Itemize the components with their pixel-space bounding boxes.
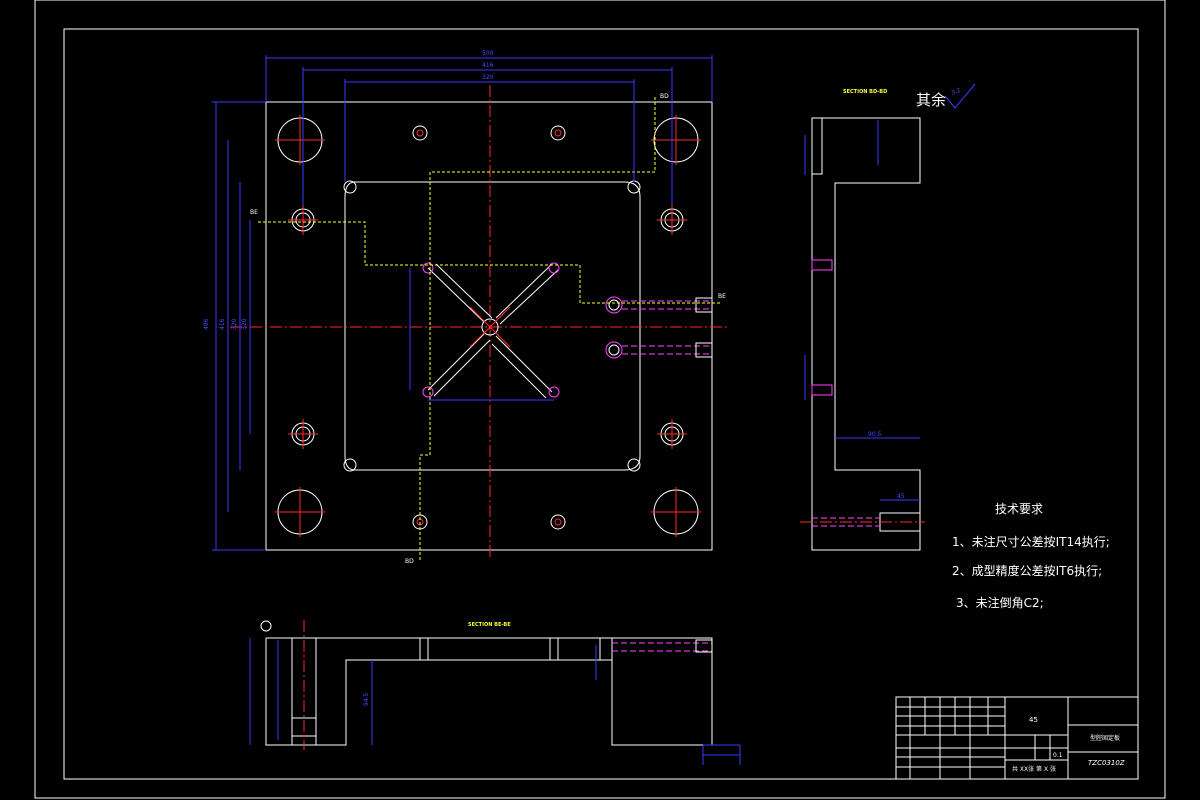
section-mark-bd-top: BD	[660, 93, 669, 100]
top-view: 500 416 320 496 416 320 320 BD BD BE BE	[203, 50, 730, 565]
side-view: SECTION BD-BD 其余 3.2 90.5 45	[800, 83, 976, 551]
outer-frame	[34, 0, 1166, 799]
title-part-name: 型腔固定板	[1090, 734, 1120, 742]
inner-frame	[63, 28, 1139, 780]
plate-outline	[265, 101, 713, 551]
screw-holes	[288, 205, 687, 449]
roughness-symbol	[944, 83, 976, 109]
requirement-3: 3、未注倒角C2;	[956, 595, 1044, 610]
title-material: 45	[1029, 716, 1038, 724]
title-sheet: 共 XX张 第 X 张	[1012, 765, 1056, 773]
dim-height-416: 416	[219, 318, 226, 330]
surface-finish-note: 其余	[916, 91, 946, 109]
section-bd-title: SECTION BD-BD	[843, 89, 887, 95]
technical-requirements: 技术要求 1、未注尺寸公差按IT14执行; 2、成型精度公差按IT6执行; 3、…	[952, 502, 1110, 610]
bottom-dim-94: 94.5	[363, 692, 370, 706]
top-dimensions	[212, 55, 713, 551]
runner-cross	[422, 262, 560, 399]
dim-height-496: 496	[203, 318, 210, 330]
side-dim-45: 45	[897, 493, 905, 500]
dim-height-320: 320	[231, 318, 238, 330]
guide-holes	[275, 115, 701, 537]
requirement-1: 1、未注尺寸公差按IT14执行;	[952, 534, 1110, 549]
section-mark-be-left: BE	[250, 209, 258, 216]
requirements-title: 技术要求	[995, 502, 1043, 516]
requirement-2: 2、成型精度公差按IT6执行;	[952, 563, 1102, 578]
dim-width-500: 500	[482, 50, 494, 57]
title-scale: 0.1	[1053, 752, 1063, 759]
section-mark-be-right: BE	[718, 293, 726, 300]
bottom-view: SECTION BE-BE 94.5	[249, 620, 741, 765]
dim-width-320: 320	[482, 74, 494, 81]
dim-width-416: 416	[482, 62, 494, 69]
section-line-bd	[419, 95, 656, 560]
section-be-title: SECTION BE-BE	[468, 622, 511, 628]
dim-inner-320: 320	[241, 318, 248, 330]
cooling-channels	[605, 296, 713, 359]
side-dim-90: 90.5	[868, 431, 882, 438]
title-drawing-number: TZC0310Z	[1088, 759, 1125, 767]
cavity-pocket	[344, 181, 641, 471]
roughness-value: 3.2	[950, 87, 962, 97]
section-line-be	[258, 221, 720, 304]
title-block	[895, 696, 1139, 780]
section-mark-bd-bottom: BD	[405, 558, 414, 565]
